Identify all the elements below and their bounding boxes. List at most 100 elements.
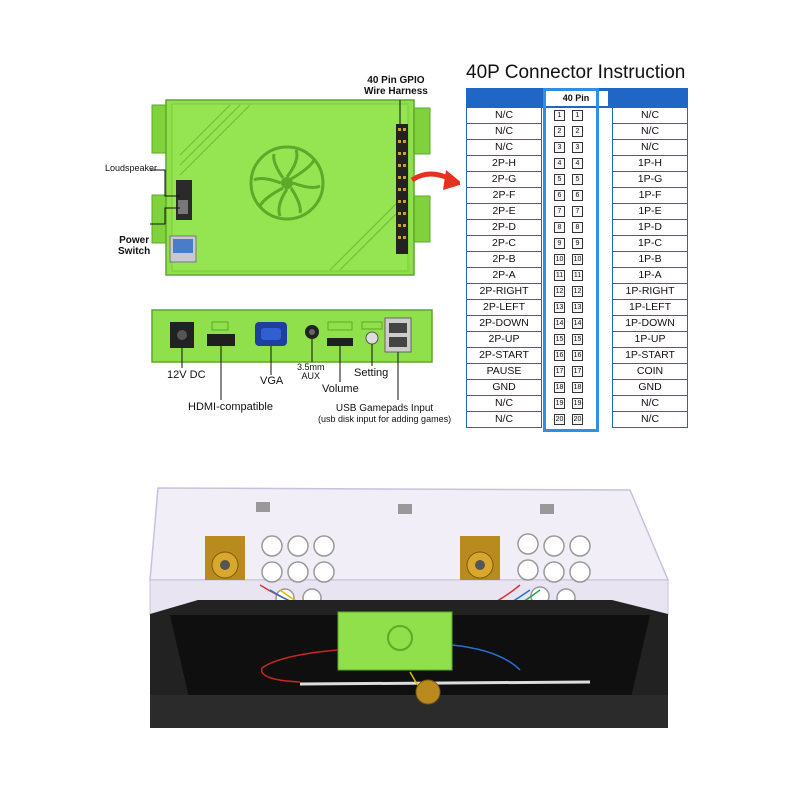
player2-signal: 2P-H <box>466 156 542 172</box>
loudspeaker-label: Loudspeaker <box>105 163 158 173</box>
pin-number: 18 <box>572 382 583 393</box>
player2-signal: 2P-E <box>466 204 542 220</box>
pin-number: 15 <box>572 334 583 345</box>
pin-number: 16 <box>554 350 565 361</box>
player2-signal: 2P-START <box>466 348 542 364</box>
pin-number: 2 <box>572 126 583 137</box>
pin-number: 20 <box>572 414 583 425</box>
pin-number: 8 <box>572 222 583 233</box>
pin-number: 13 <box>572 302 583 313</box>
player1-signal: 1P-RIGHT <box>612 284 688 300</box>
player1-signal: N/C <box>612 396 688 412</box>
pin-number: 11 <box>572 270 583 281</box>
player2-signal: 2P-G <box>466 172 542 188</box>
pin-number: 18 <box>554 382 565 393</box>
player1-signal: 1P-G <box>612 172 688 188</box>
fan-icon <box>249 145 325 221</box>
player1-signal: N/C <box>612 108 688 124</box>
connector-row: GND 18 18 GND <box>466 380 688 396</box>
pin-header-label: 40 Pin <box>544 91 608 106</box>
pin-pair: 14 14 <box>544 316 608 332</box>
player1-signal: 1P-F <box>612 188 688 204</box>
pin-number: 14 <box>554 318 565 329</box>
player1-signal: GND <box>612 380 688 396</box>
pin-number: 3 <box>554 142 565 153</box>
pin-number: 10 <box>572 254 583 265</box>
player1-signal: COIN <box>612 364 688 380</box>
player1-signal: 1P-LEFT <box>612 300 688 316</box>
pin-number: 3 <box>572 142 583 153</box>
player1-signal: 1P-B <box>612 252 688 268</box>
setting-label: Setting <box>354 367 389 379</box>
board-top-view <box>150 99 460 276</box>
pin-number: 2 <box>554 126 565 137</box>
volume-knob-icon <box>327 338 353 346</box>
player2-signal: N/C <box>466 124 542 140</box>
pin-number: 7 <box>554 206 565 217</box>
gpio-label: 40 Pin GPIO Wire Harness <box>364 75 428 97</box>
vga-label: VGA <box>260 375 284 387</box>
speaker-icon <box>415 679 441 705</box>
pin-number: 1 <box>572 110 583 121</box>
player2-signal: GND <box>466 380 542 396</box>
pin-number: 4 <box>554 158 565 169</box>
joystick-right-icon <box>460 536 500 580</box>
pin-number: 5 <box>572 174 583 185</box>
pin-number: 4 <box>572 158 583 169</box>
power-switch-label: Power Switch <box>118 235 151 257</box>
player2-signal: 2P-F <box>466 188 542 204</box>
player1-signal: N/C <box>612 140 688 156</box>
player2-signal: N/C <box>466 108 542 124</box>
pin-number: 9 <box>572 238 583 249</box>
pin-number: 6 <box>572 190 583 201</box>
aux-label: 3.5mm AUX <box>297 362 325 382</box>
pin-number: 14 <box>572 318 583 329</box>
pin-number: 6 <box>554 190 565 201</box>
pin-number: 20 <box>554 414 565 425</box>
pin-number: 12 <box>572 286 583 297</box>
player2-signal: 2P-DOWN <box>466 316 542 332</box>
pin-number: 19 <box>554 398 565 409</box>
player1-signal: 1P-C <box>612 236 688 252</box>
hdmi-port-icon <box>207 334 235 346</box>
hdmi-label: HDMI-compatible <box>188 401 273 413</box>
player2-signal: 2P-C <box>466 236 542 252</box>
player2-signal: N/C <box>466 396 542 412</box>
pin-number: 5 <box>554 174 565 185</box>
player2-signal: 2P-B <box>466 252 542 268</box>
arcade-console-photo <box>149 487 670 728</box>
pin-number: 9 <box>554 238 565 249</box>
player2-signal: 2P-LEFT <box>466 300 542 316</box>
buttons-right-icon <box>517 533 591 608</box>
player2-signal: 2P-RIGHT <box>466 284 542 300</box>
